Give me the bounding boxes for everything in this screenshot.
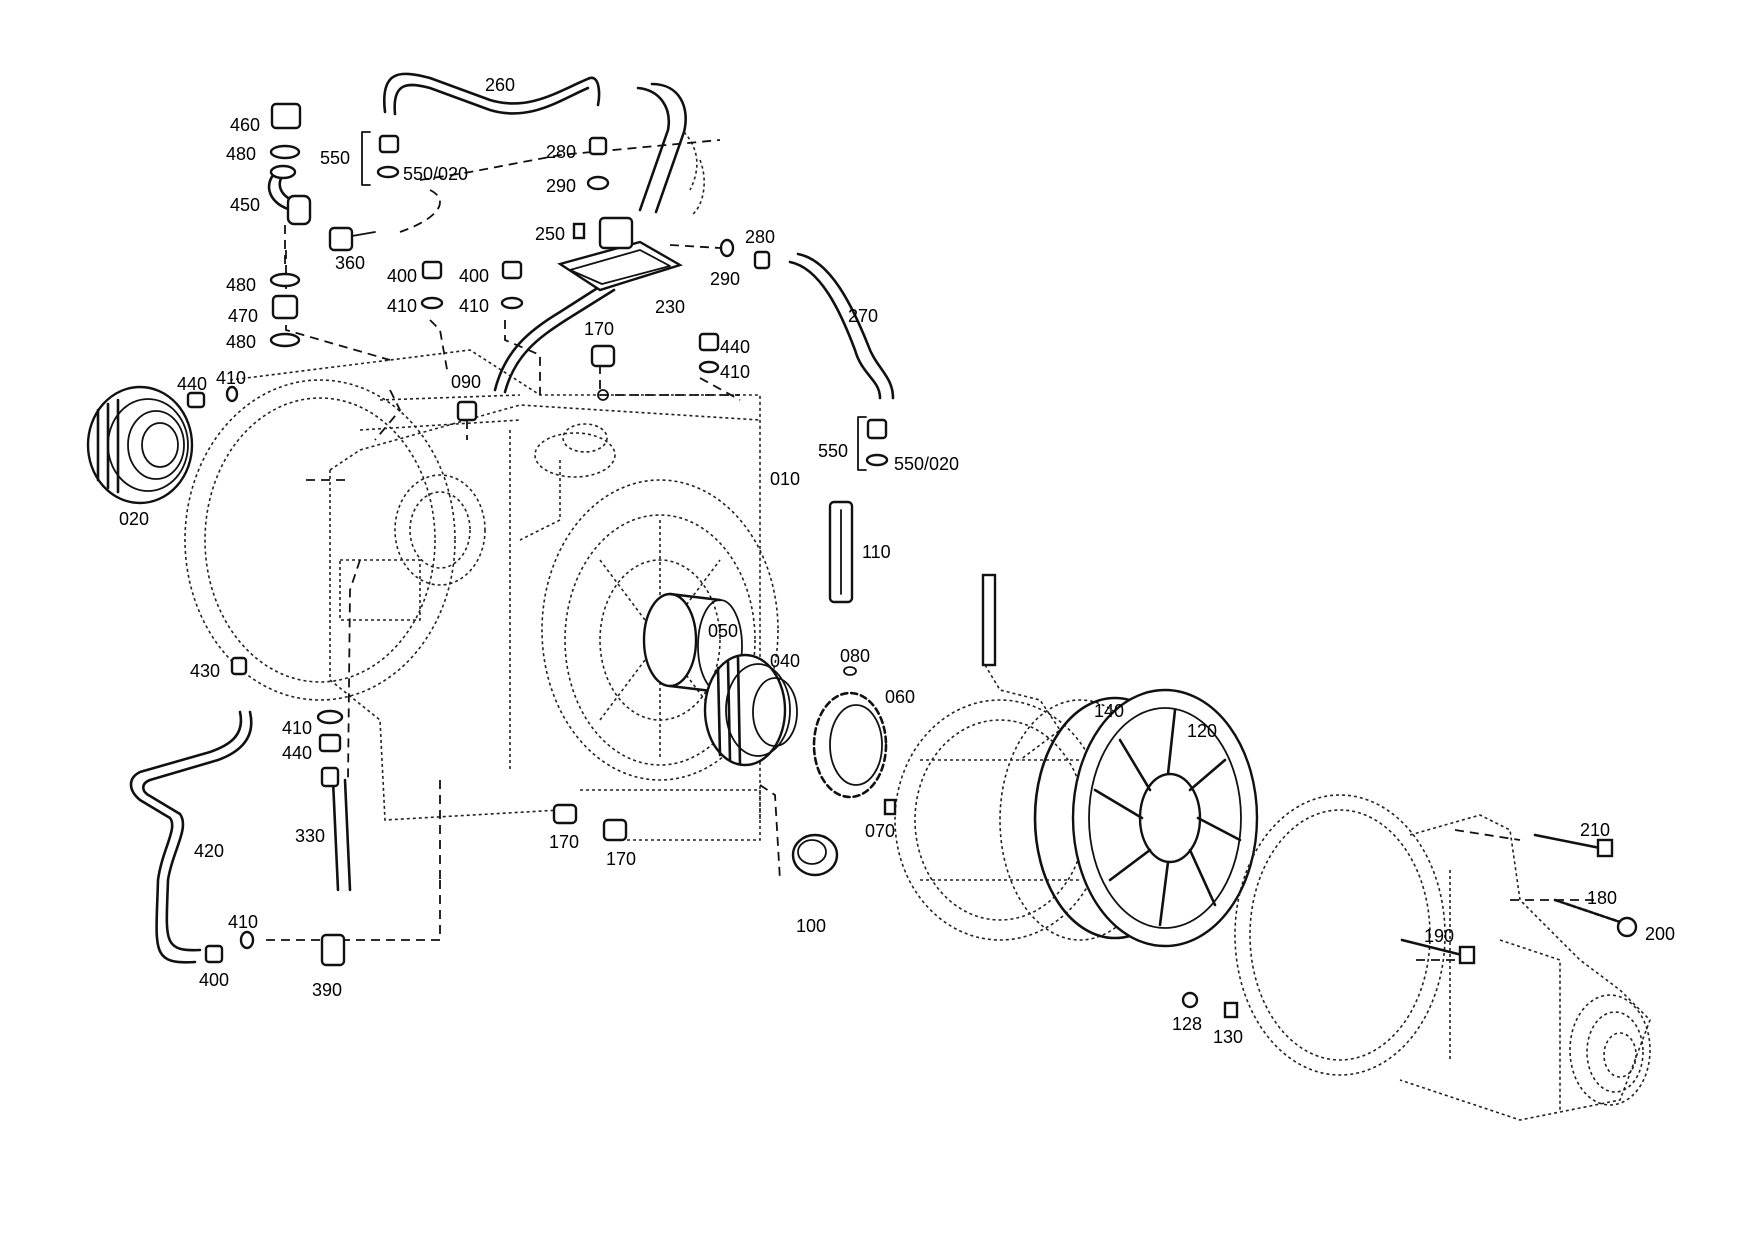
label-410: 410 [387,296,417,316]
bolt-190 [1400,938,1476,965]
oil-line-to-cover [493,278,616,394]
label-140: 140 [1094,701,1124,721]
label-480: 480 [226,275,256,295]
pipe-450-banjo [267,170,312,226]
seal-080 [843,666,857,676]
label-040: 040 [770,651,800,671]
label-070: 070 [865,821,895,841]
label-550: 550 [818,441,848,461]
label-170: 170 [584,319,614,339]
part-labels: 260 460 480 550 550/020 280 290 450 250 … [119,75,1675,1047]
pipe-420 [129,710,253,964]
label-060: 060 [885,687,915,707]
label-170: 170 [549,832,579,852]
nut-128 [1181,991,1199,1009]
hose-upper-right [636,82,705,216]
label-280: 280 [546,142,576,162]
label-130: 130 [1213,1027,1243,1047]
label-410: 410 [282,718,312,738]
bolt-070 [883,798,897,816]
hose-270 [788,252,895,400]
label-260: 260 [485,75,515,95]
label-440: 440 [282,743,312,763]
pipe-330 [331,778,352,892]
label-290: 290 [710,269,740,289]
label-410: 410 [720,362,750,382]
fittings [186,102,889,967]
label-020: 020 [119,509,149,529]
piston-040 [703,653,798,767]
label-410: 410 [228,912,258,932]
label-180: 180 [1587,888,1617,908]
label-128: 128 [1172,1014,1202,1034]
label-170: 170 [606,849,636,869]
label-480: 480 [226,332,256,352]
label-230: 230 [655,297,685,317]
label-270: 270 [848,306,878,326]
label-050: 050 [708,621,738,641]
label-420: 420 [194,841,224,861]
label-210: 210 [1580,820,1610,840]
label-200: 200 [1645,924,1675,944]
label-290: 290 [546,176,576,196]
label-010: 010 [770,469,800,489]
stud-180 [1553,898,1622,924]
label-400: 400 [199,970,229,990]
label-390: 390 [312,980,342,1000]
label-440: 440 [720,337,750,357]
bolt-210 [1533,833,1614,858]
label-430: 430 [190,661,220,681]
sight-glass-110 [828,500,854,604]
bolt-130 [1223,1001,1239,1019]
label-280: 280 [745,227,775,247]
label-250: 250 [535,224,565,244]
label-360: 360 [335,253,365,273]
main-housing-010 [184,349,779,841]
label-100: 100 [796,916,826,936]
label-440: 440 [177,374,207,394]
label-090: 090 [451,372,481,392]
label-470: 470 [228,306,258,326]
label-550-020: 550/020 [894,454,959,474]
label-460: 460 [230,115,260,135]
label-110: 110 [862,542,891,562]
label-400: 400 [459,266,489,286]
label-480: 480 [226,144,256,164]
label-400: 400 [387,266,417,286]
label-410: 410 [459,296,489,316]
cover-020 [86,385,194,505]
flange-120 [1071,688,1259,948]
label-330: 330 [295,826,325,846]
label-450: 450 [230,195,260,215]
label-080: 080 [840,646,870,666]
leader-lines [260,139,1595,961]
label-190: 190 [1424,926,1454,946]
nut-200 [1616,916,1638,938]
label-550: 550 [320,148,350,168]
plug-100 [791,833,839,877]
hose-260 [382,72,601,116]
sprocket-060 [812,691,888,799]
label-120: 120 [1187,721,1217,741]
rear-housing [1234,794,1651,1121]
label-550-020: 550/020 [403,164,468,184]
label-410: 410 [216,368,246,388]
